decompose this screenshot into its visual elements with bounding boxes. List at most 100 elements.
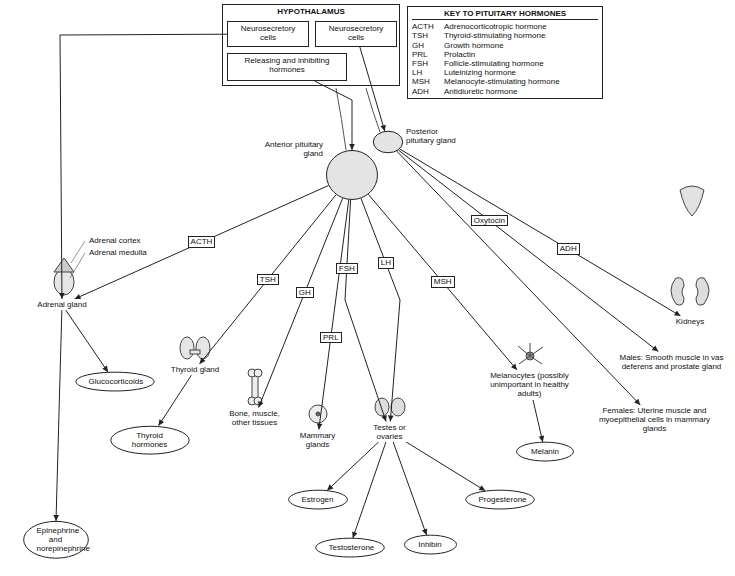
- node-text: Glucocorticoids: [89, 377, 141, 386]
- leader-line: [70, 241, 85, 278]
- connector-line: [397, 151, 641, 405]
- key-abbreviation: ACTH: [412, 22, 442, 31]
- posterior-pituitary: Posterior pituitary gland: [373, 131, 403, 153]
- thyroid-drawing: [180, 337, 210, 359]
- hormone-connector: [75, 186, 329, 300]
- connector-line: [319, 200, 349, 430]
- outline: [517, 442, 574, 461]
- arrowhead: [349, 144, 355, 150]
- key-abbreviation: PRL: [412, 50, 442, 59]
- hormone-connector: [400, 149, 681, 316]
- connector-line: [353, 442, 386, 538]
- connector-line: [393, 442, 426, 535]
- outline: [110, 426, 188, 454]
- node-text: Adrenal gland: [37, 300, 88, 309]
- connector-line: [259, 198, 343, 407]
- hormone-connector: [317, 200, 349, 430]
- outline: [327, 151, 378, 200]
- key-meaning: Antidiuretic hormone: [444, 87, 598, 96]
- gland-name: Posterior pituitary gland: [406, 127, 468, 145]
- gland-outline: [326, 150, 378, 200]
- cell-box: Neurosecretory cells: [315, 21, 397, 47]
- hormone-connector: [59, 34, 227, 299]
- outline: [288, 490, 347, 509]
- key-meaning: Adrenocorticotropic hormone: [444, 22, 598, 31]
- outline: [373, 131, 402, 153]
- key-abbreviation: TSH: [412, 31, 442, 40]
- product-oval: Melanin: [516, 442, 574, 461]
- hormone-connector: [397, 151, 641, 405]
- outline: [404, 535, 456, 554]
- connector-line: [66, 310, 108, 372]
- connector-line: [400, 149, 681, 316]
- part-label: Adrenal medulla: [88, 248, 148, 257]
- node-text: Melanocytes (possibly unimportant in hea…: [483, 371, 577, 399]
- connector-line: [200, 195, 337, 364]
- key-meaning: Melanocyte-stimulating hormone: [444, 77, 598, 86]
- key-meaning: Growth hormone: [444, 41, 598, 50]
- hormone-connector: [158, 375, 191, 426]
- connector-line: [345, 200, 386, 422]
- node-text: Progesterone: [479, 495, 521, 504]
- hormone-connector: [258, 198, 342, 407]
- product-oval: Thyroid hormones: [110, 426, 190, 454]
- hormone-connector: [406, 442, 485, 491]
- organ-label: Bone, muscle, other tissues: [223, 408, 287, 428]
- node-text: Testosterone: [329, 543, 371, 552]
- arrowhead: [539, 436, 544, 442]
- node-text: Females: Uterine muscle and myoepithelia…: [588, 406, 722, 434]
- arrowhead: [422, 528, 427, 535]
- hormone-label: FSH: [336, 263, 358, 275]
- node-text: Estrogen: [302, 495, 334, 504]
- outline: [23, 521, 88, 558]
- key-meaning: Luteinizing hormone: [444, 68, 598, 77]
- arrowhead: [479, 485, 486, 491]
- arrowhead: [327, 484, 333, 490]
- key-abbreviation: GH: [412, 41, 442, 50]
- arrowhead: [158, 419, 164, 426]
- key-title: KEY TO PITUITARY HORMONES: [412, 9, 598, 20]
- node-text: Testes or ovaries: [369, 423, 411, 441]
- arrowhead: [258, 401, 263, 408]
- key-meaning: Follicle-stimulating hormone: [444, 59, 598, 68]
- arrowhead: [352, 531, 357, 538]
- gland-name: Anterior pituitary gland: [251, 140, 323, 158]
- connector-line: [398, 150, 658, 352]
- node-text: Males: Smooth muscle in vas deferens and…: [617, 353, 727, 371]
- product-oval: Glucocorticoids: [75, 372, 155, 391]
- outline: [75, 372, 153, 391]
- product-oval: Estrogen: [288, 490, 348, 509]
- connector-line: [75, 186, 329, 299]
- cell-box: Neurosecretory cells: [227, 21, 309, 47]
- node-text: Bone, muscle, other tissues: [226, 409, 284, 427]
- connector-line: [158, 375, 191, 426]
- key-meaning: Thyroid-stimulating hormone: [444, 31, 598, 40]
- connector-line: [406, 442, 485, 491]
- hormone-connector: [398, 150, 658, 352]
- connector-line: [368, 194, 517, 370]
- outline: [315, 538, 384, 557]
- hormone-connector: [533, 400, 544, 442]
- key-abbreviation: ADH: [412, 87, 442, 96]
- node-text: Thyroid hormones: [124, 431, 176, 449]
- organ-label: Females: Uterine muscle and myoepithelia…: [585, 405, 725, 435]
- hormone-connector: [66, 310, 108, 372]
- hormone-label: ADH: [557, 243, 580, 255]
- arrowhead: [381, 415, 386, 422]
- mammary-drawing: [309, 405, 327, 423]
- key-box: KEY TO PITUITARY HORMONES ACTHAdrenocorti…: [407, 6, 603, 99]
- node-text: Mammary glands: [299, 431, 337, 449]
- node-text: Neurosecretory cells: [232, 24, 304, 42]
- key-meaning: Prolactin: [444, 50, 598, 59]
- hormone-connector: [345, 200, 387, 422]
- product-oval: Progesterone: [465, 490, 535, 509]
- hormone-connector: [200, 195, 337, 364]
- hormone-label: LH: [378, 257, 394, 269]
- node-text: HYPOTHALAMUS: [227, 7, 395, 16]
- uterus-drawing: [680, 186, 704, 216]
- connector-line: [56, 310, 62, 521]
- node-text: Releasing and inhibiting hormones: [232, 56, 342, 74]
- connector-line: [60, 34, 227, 299]
